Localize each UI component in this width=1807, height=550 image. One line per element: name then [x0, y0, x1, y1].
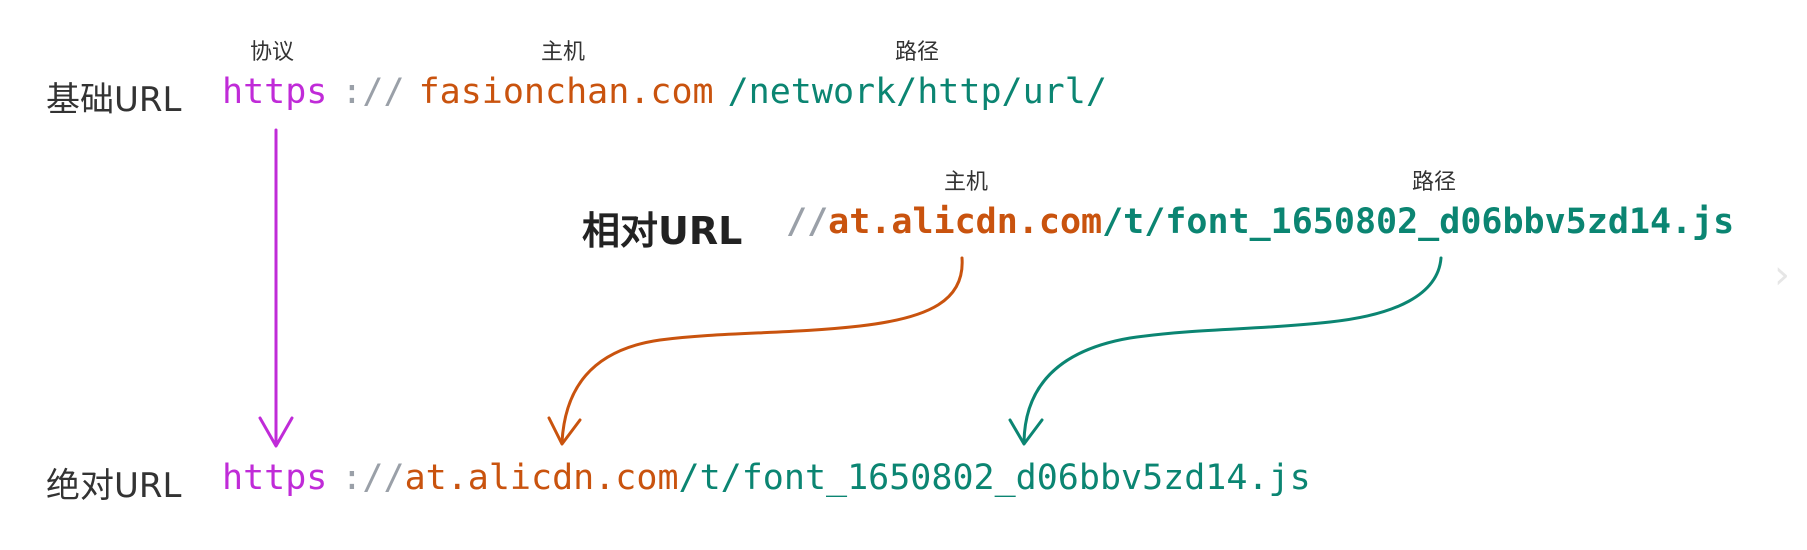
base-host-label: 主机 [541, 40, 586, 65]
relative-path-label: 路径 [1412, 170, 1457, 195]
relative-separator: // [786, 202, 829, 242]
relative-url: //at.alicdn.com/t/font_1650802_d06bbv5zd… [786, 202, 1734, 242]
absolute-host: at.alicdn.com [404, 458, 679, 498]
protocol-arrow [258, 128, 294, 448]
base-protocol: https [222, 72, 328, 112]
relative-host-label: 主机 [944, 170, 989, 195]
host-arrow [547, 256, 964, 446]
base-host: fasionchan.com [418, 72, 714, 112]
chevron-right-icon[interactable]: › [1774, 252, 1790, 298]
absolute-separator: :// [341, 458, 405, 498]
absolute-url-row-label: 绝对URL [46, 466, 182, 506]
base-protocol-label: 协议 [250, 40, 295, 65]
relative-path: /t/font_1650802_d06bbv5zd14.js [1102, 202, 1735, 242]
path-arrow [1008, 256, 1443, 446]
base-path: /network/http/url/ [727, 72, 1107, 112]
base-url: https :// fasionchan.com/network/http/url/ [222, 72, 1107, 112]
base-url-row-label: 基础URL [46, 80, 182, 120]
absolute-url: https ://at.alicdn.com/t/font_1650802_d06… [222, 458, 1311, 498]
base-path-label: 路径 [895, 40, 940, 65]
absolute-protocol: https [222, 458, 328, 498]
relative-url-row-label: 相对URL [582, 209, 743, 253]
relative-host: at.alicdn.com [828, 202, 1103, 242]
absolute-path: /t/font_1650802_d06bbv5zd14.js [678, 458, 1311, 498]
base-separator: :// [341, 72, 405, 112]
